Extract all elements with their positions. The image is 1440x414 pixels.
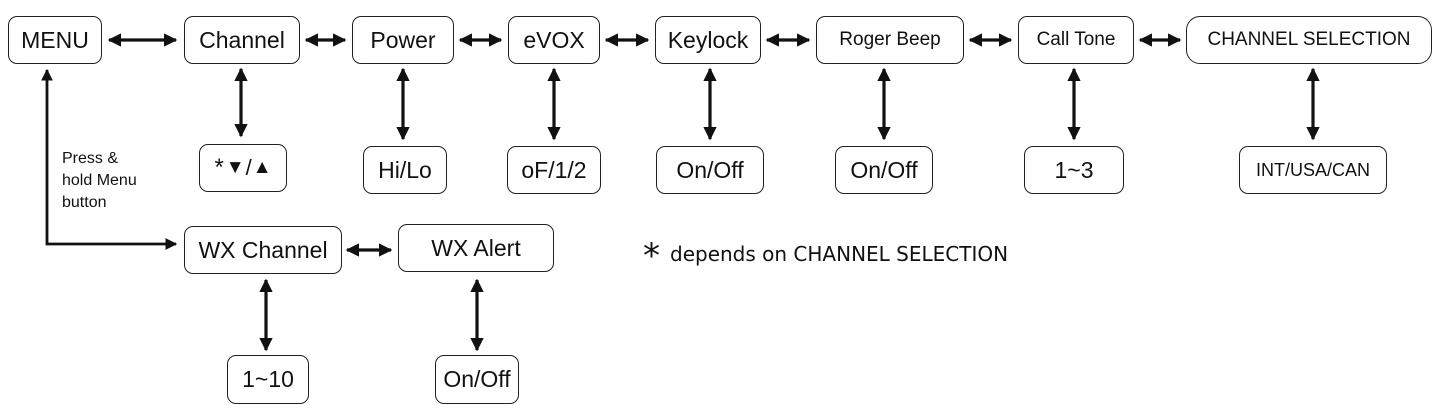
keylock-option-box: On/Off	[656, 146, 764, 194]
call-tone-option-box: 1~3	[1024, 146, 1124, 194]
channel-selection-box: CHANNEL SELECTION	[1186, 16, 1432, 64]
note-line-1: Press &	[62, 150, 119, 167]
wx-alert-option-box: On/Off	[435, 355, 519, 404]
keylock-box: Keylock	[655, 16, 761, 64]
asterisk-icon: *	[214, 154, 224, 181]
roger-beep-option-box: On/Off	[835, 146, 933, 194]
call-tone-box: Call Tone	[1018, 16, 1134, 64]
footnote-text: depends on CHANNEL SELECTION	[670, 242, 1009, 266]
evox-option-box: oF/1/2	[507, 146, 601, 194]
channel-selection-option-box: INT/USA/CAN	[1239, 146, 1387, 194]
down-triangle-icon: ▼	[225, 157, 245, 178]
wx-channel-option-box: 1~10	[227, 355, 309, 404]
wx-channel-box: WX Channel	[184, 226, 342, 274]
channel-option-box: *▼/▲	[199, 144, 287, 192]
arrow-menu-to-wxchannel	[41, 68, 178, 250]
evox-box: eVOX	[508, 16, 600, 64]
slash-separator: /	[245, 155, 252, 180]
roger-beep-box: Roger Beep	[816, 16, 964, 64]
menu-box: MENU	[8, 16, 102, 64]
press-hold-note: Press & hold Menu button	[62, 148, 137, 214]
note-line-2: hold Menu	[62, 172, 137, 189]
asterisk-icon: *	[643, 236, 660, 276]
power-box: Power	[352, 16, 454, 64]
up-triangle-icon: ▲	[252, 157, 272, 178]
power-option-box: Hi/Lo	[363, 146, 447, 194]
channel-box: Channel	[184, 16, 300, 64]
channel-selection-footnote: * depends on CHANNEL SELECTION	[643, 236, 1008, 276]
note-line-3: button	[62, 194, 107, 211]
wx-alert-box: WX Alert	[398, 224, 554, 272]
